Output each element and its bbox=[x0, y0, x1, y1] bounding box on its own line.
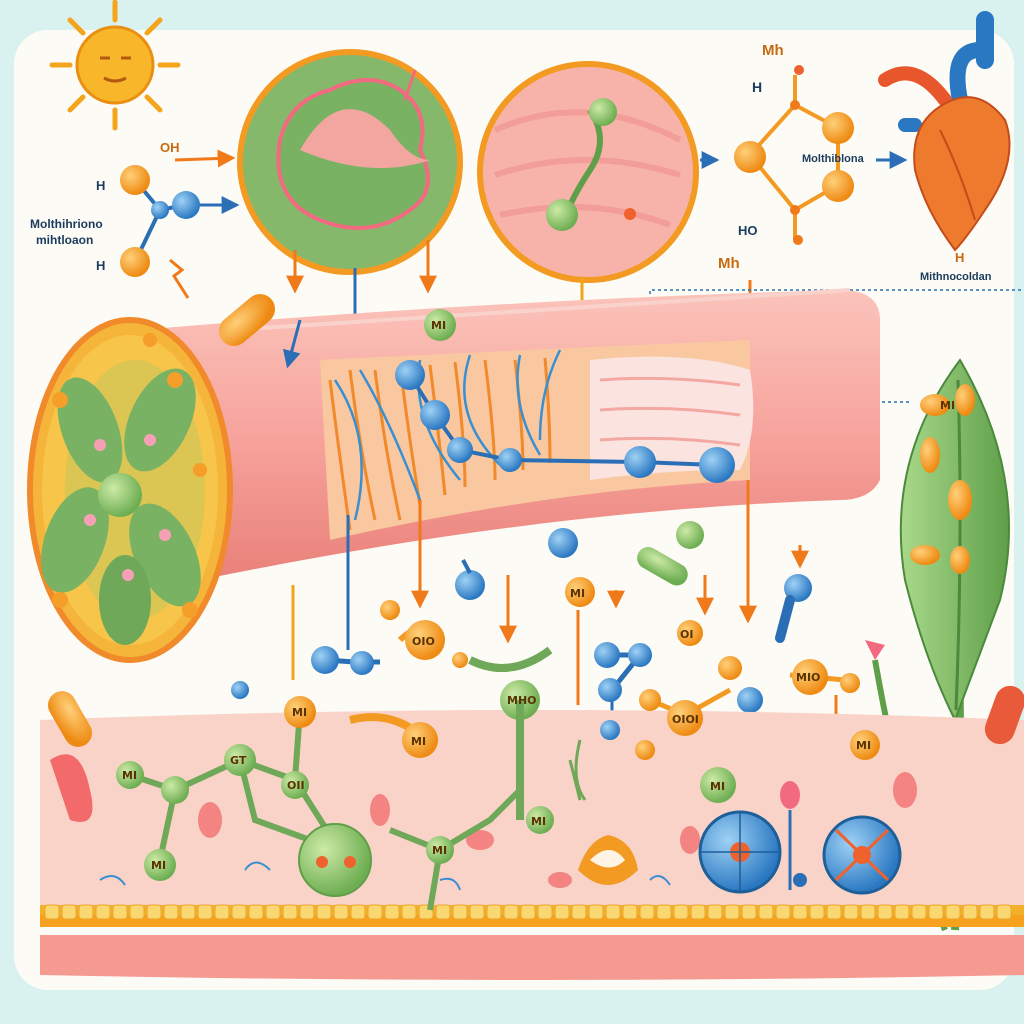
molecule-label-6: OII bbox=[287, 779, 305, 792]
muscle-inset bbox=[477, 61, 699, 283]
heart-label-h: H bbox=[955, 250, 964, 265]
molecule-label-2: MI bbox=[570, 587, 585, 600]
bottom-capsules bbox=[48, 685, 1024, 822]
molecule-label-12: MIO bbox=[796, 671, 820, 684]
chloroplast-inset bbox=[237, 49, 463, 275]
molecule-label-1: MI bbox=[431, 319, 446, 332]
heart-icon bbox=[878, 11, 1011, 252]
top-left-h1-label: H bbox=[96, 178, 105, 193]
molecule-label-4: MI bbox=[122, 769, 137, 782]
molecule-label-17: MI bbox=[940, 399, 955, 412]
molecule-label-15: MI bbox=[710, 780, 725, 793]
orange-capsule bbox=[218, 294, 276, 346]
ring-h-top-label: H bbox=[752, 79, 762, 95]
bottom-cells bbox=[568, 739, 902, 895]
molecule-label-11: OIOI bbox=[672, 713, 699, 726]
orange-molecule-cluster bbox=[349, 600, 880, 760]
blue-molecule-cluster bbox=[311, 642, 652, 740]
top-left-h2-label: H bbox=[96, 258, 105, 273]
molecule-label-8: MHO bbox=[507, 694, 537, 707]
leaf-cross-section bbox=[41, 333, 207, 645]
falling-molecules bbox=[455, 521, 812, 713]
molecule-label-3: OI bbox=[680, 628, 693, 641]
ring-right-name: Molthiblona bbox=[802, 153, 865, 165]
ring-bottom-label: Mh bbox=[718, 255, 740, 272]
ring-ho-label: HO bbox=[738, 223, 758, 238]
molecule-label-16: MI bbox=[531, 815, 546, 828]
heart-label-name: Mithnocoldan bbox=[920, 271, 992, 283]
sun-icon bbox=[49, 0, 181, 131]
molecule-label-10: OIO bbox=[412, 635, 435, 648]
molecule-label-5: MI bbox=[151, 859, 166, 872]
molecule-label-13: MI bbox=[856, 739, 871, 752]
ring-top-label: Mh bbox=[762, 42, 784, 59]
tube-molecule-chain bbox=[395, 309, 735, 483]
molecule-label-9: MI bbox=[432, 844, 447, 857]
molecule-label-18: GT bbox=[230, 754, 247, 767]
green-network bbox=[116, 646, 554, 911]
top-left-name-line1: Molthihriono bbox=[30, 217, 103, 231]
ring-molecule bbox=[734, 65, 854, 245]
molecule-label-14: MI bbox=[411, 735, 426, 748]
top-left-molecule bbox=[120, 149, 240, 299]
top-left-oh-label: OH bbox=[160, 140, 180, 155]
top-left-name-line2: mihtloaon bbox=[36, 233, 93, 247]
molecule-label-7: MI bbox=[292, 706, 307, 719]
